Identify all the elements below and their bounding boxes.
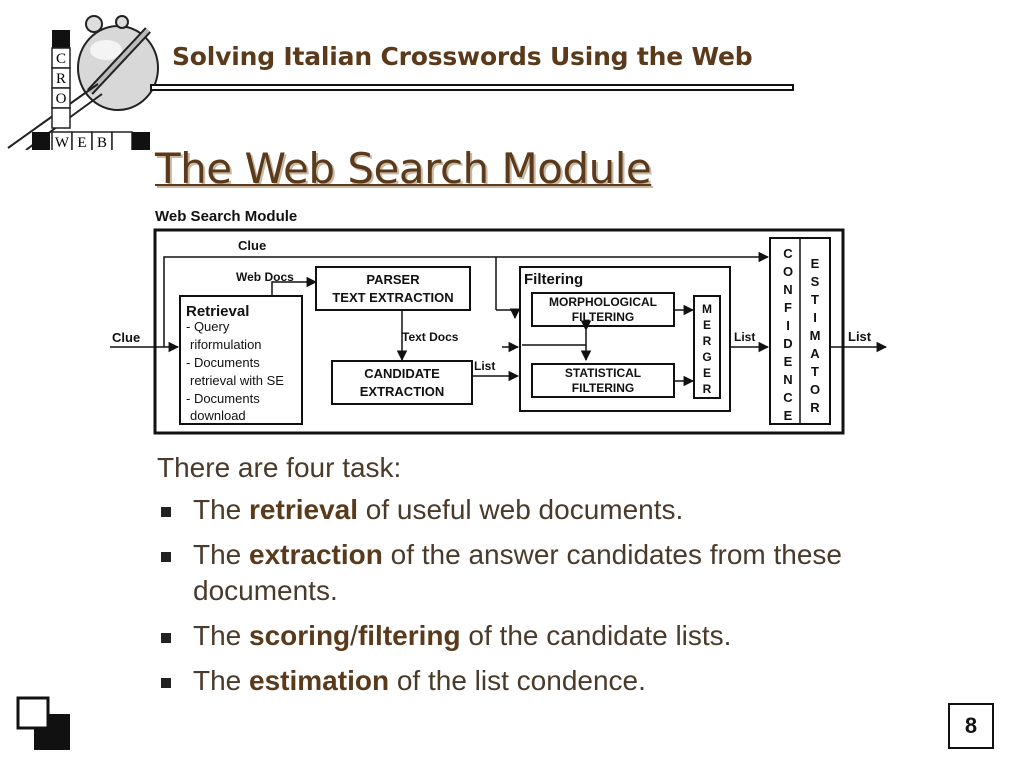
morphological-filtering-box <box>531 292 675 327</box>
web-docs-arrow <box>271 276 318 296</box>
parser-label: PARSER <box>366 272 420 287</box>
list-item: The estimation of the list condence. <box>155 663 955 699</box>
merger-list-label: List <box>734 330 755 344</box>
candidate-label: EXTRACTION <box>360 384 445 399</box>
parser-label: TEXT EXTRACTION <box>332 290 453 305</box>
confidence-letter: O <box>783 264 793 279</box>
candidate-list-label: List <box>474 359 495 373</box>
confidence-letter: F <box>784 300 792 315</box>
merger-letter: G <box>702 350 711 364</box>
clue-top-label: Clue <box>238 238 266 253</box>
text-docs-label: Text Docs <box>402 330 459 344</box>
retrieval-line: download <box>190 408 246 423</box>
confidence-letter: I <box>786 318 790 333</box>
bullet-icon <box>161 552 171 562</box>
estimator-letter: A <box>810 346 820 361</box>
page-number: 8 <box>948 703 994 749</box>
retrieval-line: - Documents <box>186 391 260 406</box>
retrieval-line: - Documents <box>186 355 260 370</box>
estimator-letter: I <box>813 310 817 325</box>
corner-squares-icon <box>16 696 76 756</box>
logo-letter: W <box>55 135 70 150</box>
presentation-title: Solving Italian Crosswords Using the Web <box>172 42 753 71</box>
output-list-label: List <box>848 329 872 344</box>
estimator-letter: M <box>810 328 821 343</box>
estimator-letter: R <box>810 400 820 415</box>
intro-text: There are four task: <box>157 452 402 483</box>
logo-letter: R <box>56 71 66 87</box>
confidence-letter: E <box>784 408 793 423</box>
merger-letter: E <box>703 318 711 332</box>
logo-letter: C <box>56 51 66 67</box>
morphological-label: MORPHOLOGICAL <box>549 295 657 309</box>
merger-letter: E <box>703 366 711 380</box>
retrieval-line: - Query <box>186 319 230 334</box>
confidence-letter: N <box>783 372 792 387</box>
candidate-extraction-box <box>331 360 473 405</box>
candidate-label: CANDIDATE <box>364 366 440 381</box>
filtering-title: Filtering <box>524 271 583 288</box>
crow-web-logo: C R O W E B <box>6 10 166 153</box>
slide-title: The Web Search Module <box>155 144 652 193</box>
confidence-letter: D <box>783 336 792 351</box>
estimator-letter: T <box>811 364 819 379</box>
merger-letter: R <box>703 382 712 396</box>
estimator-letter: T <box>811 292 819 307</box>
clue-top-arrow <box>163 251 770 347</box>
bullet-icon <box>161 507 171 517</box>
estimator-letter: E <box>811 256 820 271</box>
confidence-letter: C <box>783 390 793 405</box>
logo-letter: O <box>56 91 67 107</box>
retrieval-title: Retrieval <box>186 303 249 320</box>
list-item: The scoring/filtering of the candidate l… <box>155 618 955 654</box>
task-list: The retrieval of useful web documents. T… <box>155 492 955 708</box>
confidence-letter: E <box>784 354 793 369</box>
statistical-label: FILTERING <box>572 381 634 395</box>
morphological-label: FILTERING <box>572 310 634 324</box>
retrieval-box <box>179 295 303 425</box>
estimator-letter: O <box>810 382 820 397</box>
bullet-icon <box>161 678 171 688</box>
merger-letter: R <box>703 334 712 348</box>
clue-to-filter-arrow <box>496 308 521 320</box>
estimator-letter: S <box>811 274 820 289</box>
statistical-label: STATISTICAL <box>565 366 641 380</box>
diagram-title: Web Search Module <box>155 208 297 225</box>
web-docs-label: Web Docs <box>236 270 294 284</box>
logo-letter: E <box>77 135 86 150</box>
list-item: The retrieval of useful web documents. <box>155 492 955 528</box>
parser-box <box>315 266 471 311</box>
retrieval-line: riformulation <box>190 337 262 352</box>
list-item: The extraction of the answer candidates … <box>155 537 955 609</box>
bullet-icon <box>161 633 171 643</box>
merger-letter: M <box>702 302 712 316</box>
web-search-module-diagram: Web Search Module Clue Clue Retrieval - … <box>100 200 900 445</box>
confidence-letter: N <box>783 282 792 297</box>
header-divider <box>150 84 794 91</box>
logo-letter: B <box>97 135 107 150</box>
confidence-letter: C <box>783 246 793 261</box>
merger-box <box>693 295 721 399</box>
retrieval-line: retrieval with SE <box>190 373 284 388</box>
clue-input-label: Clue <box>112 330 140 345</box>
